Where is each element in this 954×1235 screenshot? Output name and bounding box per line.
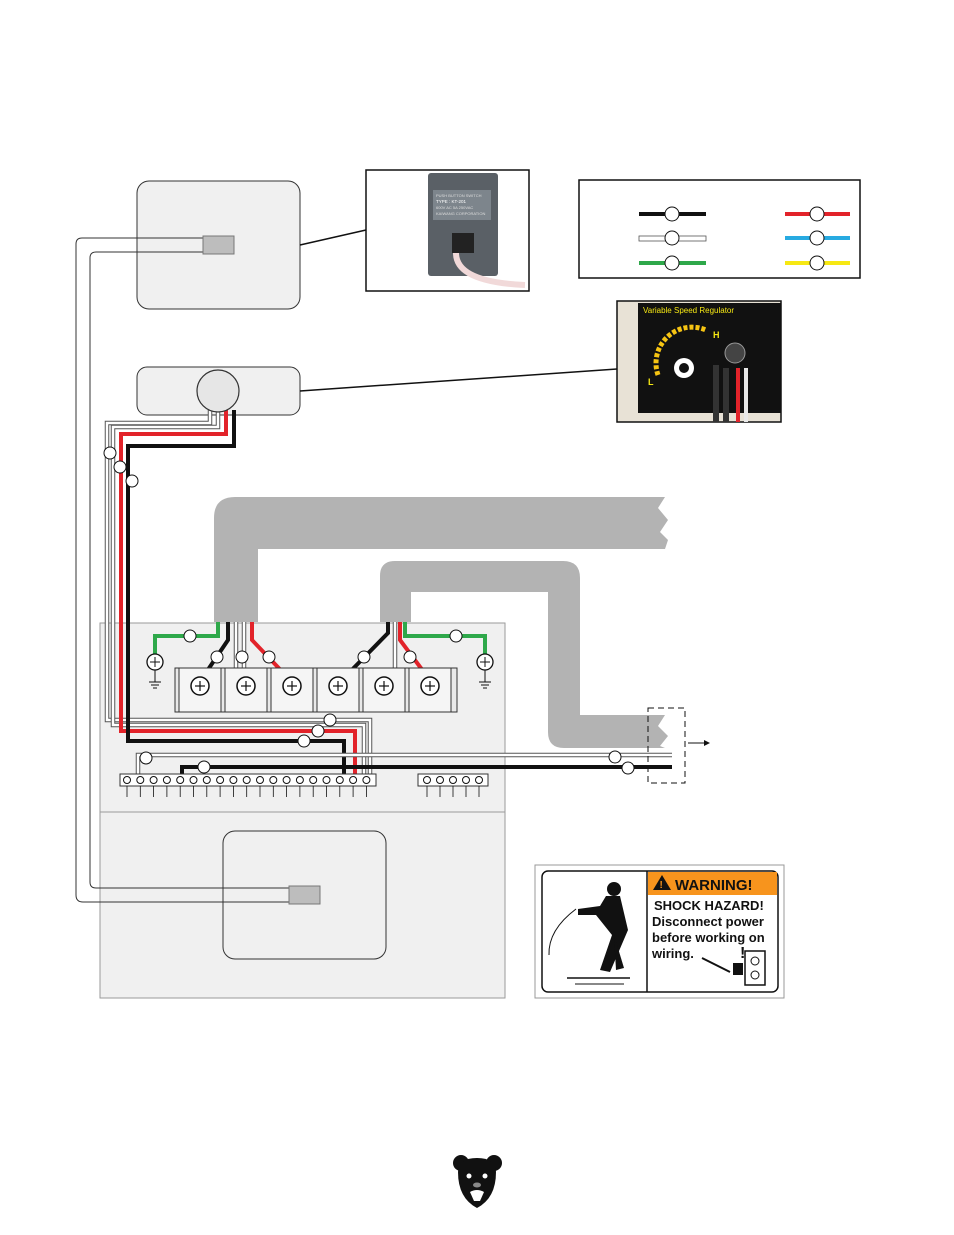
terminal-screw (124, 777, 131, 784)
terminal-screw (270, 777, 277, 784)
terminal-screw (163, 777, 170, 784)
terminal-screw (336, 777, 343, 784)
wire-color-legend (579, 180, 860, 278)
terminal-screw (257, 777, 264, 784)
regulator-low-mark: L (648, 377, 654, 387)
warning-line-3: before working on (652, 930, 765, 945)
shock-hazard-warning-label: ! WARNING! SHOCK HAZARD! Disconnect powe… (535, 865, 784, 998)
terminal-screw (476, 777, 483, 784)
svg-text:!: ! (660, 880, 663, 891)
terminal-screw (217, 777, 224, 784)
terminal-screw (177, 777, 184, 784)
pendant-label-4: KAIWANG CORPORATION (436, 211, 485, 216)
terminal-screw (150, 777, 157, 784)
terminal-screw (450, 777, 457, 784)
terminal-screw (137, 777, 144, 784)
terminal-screw (283, 777, 290, 784)
regulator-high-mark: H (713, 330, 720, 340)
pendant-switch-photo: PUSH BUTTON SWITCH TYPE : KT-201 600V AC… (366, 170, 529, 291)
warning-line-4: wiring. (651, 946, 694, 961)
terminal-screw (203, 777, 210, 784)
terminal-screw (230, 777, 237, 784)
grizzly-bear-logo (453, 1155, 502, 1208)
cable-connector-top (203, 236, 234, 254)
conduit-upper (214, 497, 668, 622)
terminal-screw (437, 777, 444, 784)
terminal-screw (190, 777, 197, 784)
terminal-screw (350, 777, 357, 784)
warning-line-1: SHOCK HAZARD! (654, 898, 764, 913)
terminal-screw (243, 777, 250, 784)
cable-connector-bottom (289, 886, 320, 904)
speed-regulator-photo: Variable Speed Regulator H L (617, 301, 781, 422)
pendant-label-1: PUSH BUTTON SWITCH (436, 193, 482, 198)
pendant-label-3: 600V AC 5A 250VAC (436, 205, 473, 210)
terminal-screw (310, 777, 317, 784)
leader-line-pendant (300, 230, 366, 245)
terminal-block (175, 668, 457, 712)
terminal-screw (323, 777, 330, 784)
terminal-screw (463, 777, 470, 784)
terminal-screw (296, 777, 303, 784)
regulator-knob-icon (197, 370, 239, 412)
warning-line-2: Disconnect power (652, 914, 764, 929)
regulator-title: Variable Speed Regulator (643, 306, 734, 315)
warning-header: WARNING! (675, 877, 753, 894)
svg-text:!: ! (740, 945, 745, 962)
terminal-screw (363, 777, 370, 784)
terminal-screw (424, 777, 431, 784)
leader-line-regulator (300, 369, 617, 391)
pendant-label-2: TYPE : KT-201 (436, 199, 467, 204)
